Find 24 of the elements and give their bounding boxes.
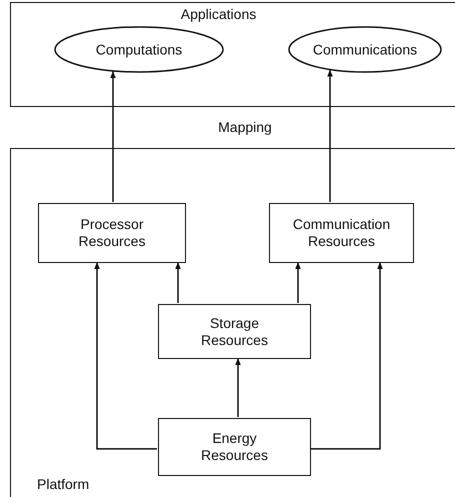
node-label: Energy Resources	[200, 430, 269, 464]
node-label: Communications	[312, 41, 418, 58]
ellipse-node	[288, 26, 442, 73]
node-label: Computations	[94, 41, 184, 58]
arrow	[295, 262, 301, 303]
arrow	[327, 70, 333, 202]
layer-label: Mapping	[217, 119, 273, 136]
arrow	[175, 262, 181, 303]
region-label: Applications	[180, 6, 258, 23]
region-label: Platform	[37, 476, 90, 493]
node-label: Communication Resources	[292, 216, 391, 250]
process-box	[38, 203, 186, 263]
arrow	[94, 262, 157, 450]
ellipse-node	[54, 26, 224, 73]
node-label: Processor Resources	[78, 216, 146, 250]
arrow	[235, 358, 241, 417]
process-box	[269, 203, 414, 263]
process-box	[158, 418, 311, 476]
node-label: Storage Resources	[200, 314, 269, 348]
process-box	[158, 304, 311, 359]
arrow	[110, 70, 116, 202]
region-panel	[10, 2, 455, 107]
arrow	[310, 262, 383, 450]
region-panel	[10, 148, 455, 497]
